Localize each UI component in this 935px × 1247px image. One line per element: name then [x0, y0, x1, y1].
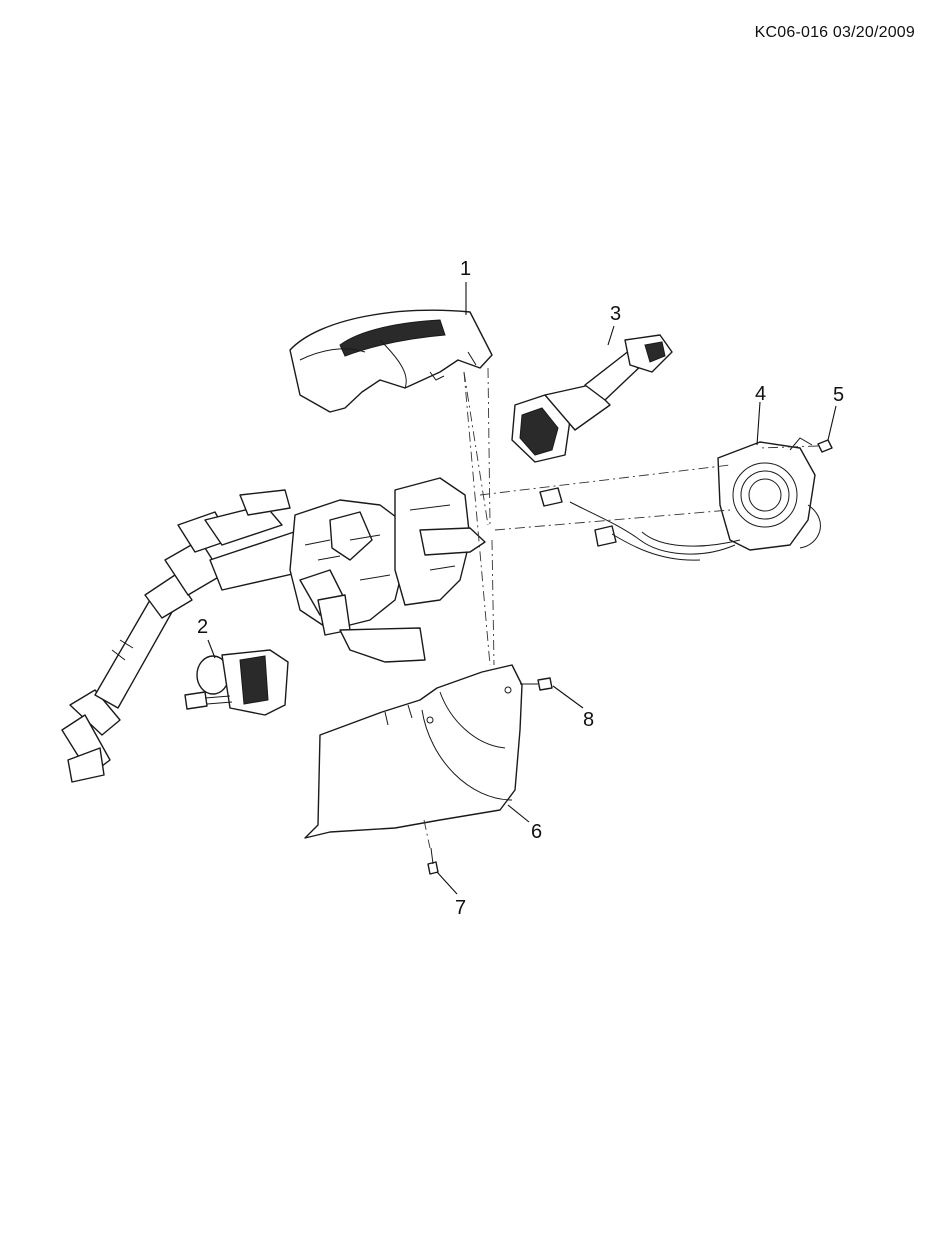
callouts: 1 2 3 4 5 6 7 8: [197, 258, 844, 919]
intermediate-shaft: [61, 489, 291, 783]
leader-lines: [207, 282, 837, 895]
callout-6: 6: [531, 821, 542, 843]
ignition-switch: [184, 649, 289, 716]
callout-1: 1: [460, 258, 471, 280]
callout-2: 2: [197, 616, 208, 638]
steering-column-assembly: [209, 477, 486, 663]
multifunction-switch: [511, 334, 673, 463]
upper-trim-cover: [289, 309, 493, 413]
clock-spring: [539, 437, 821, 561]
callout-8: 8: [583, 709, 594, 731]
diagram-reference: KC06-016 03/20/2009: [754, 24, 915, 41]
assembly-lines: [423, 367, 819, 849]
screw-7: [427, 847, 439, 875]
callout-5: 5: [833, 384, 844, 406]
callout-3: 3: [610, 303, 621, 325]
screw-8: [520, 677, 553, 691]
callout-4: 4: [755, 383, 766, 405]
callout-7: 7: [455, 897, 466, 919]
lower-trim-cover: [304, 664, 523, 839]
screw-5: [817, 439, 833, 453]
